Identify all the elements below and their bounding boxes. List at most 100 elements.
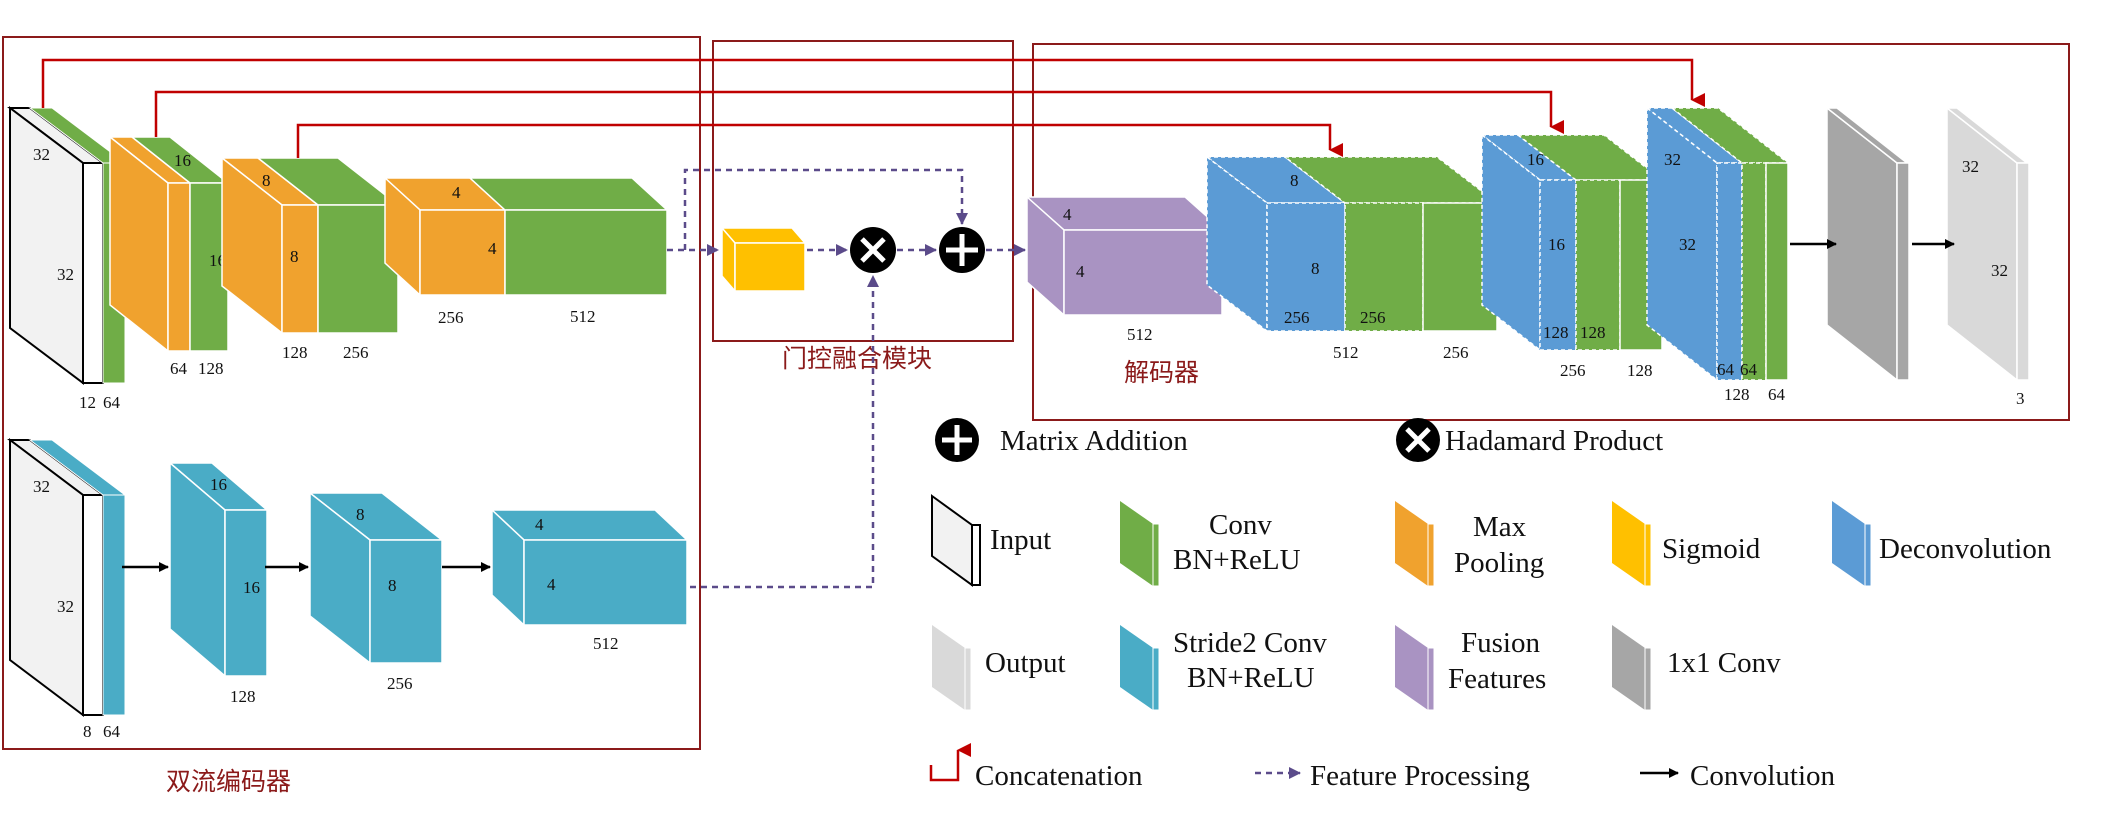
encoder-caption: 双流编码器 <box>166 767 291 796</box>
top-pool2-w: 8 <box>290 247 299 266</box>
top-input-c: 12 <box>79 393 96 412</box>
skip-concat-1 <box>41 58 1705 108</box>
top-input-h: 32 <box>33 145 50 164</box>
bottom-input-w: 32 <box>57 597 74 616</box>
legend-output-swatch <box>932 625 972 711</box>
top-pool1-h: 16 <box>174 151 191 170</box>
legend-conv-swatch <box>1120 501 1160 587</box>
top-conv4-c: 512 <box>570 307 596 326</box>
skip-concat-2 <box>154 90 1564 137</box>
top-pool3-c: 256 <box>438 308 464 327</box>
dec3-h: 32 <box>1664 150 1681 169</box>
legend-input-swatch <box>931 494 981 587</box>
dec1-conv-front-a <box>1344 202 1424 332</box>
legend-maxpool-swatch <box>1395 501 1435 587</box>
bottom-s2conv3-w: 4 <box>547 575 556 594</box>
bottom-input-h: 32 <box>33 477 50 496</box>
legend-hadamard: Hadamard Product <box>1445 425 1663 457</box>
top-pool2-front <box>281 204 319 334</box>
fusion-front <box>1063 229 1223 316</box>
dec1-deconv-top <box>1204 156 1348 204</box>
fusion-w: 4 <box>1076 262 1085 281</box>
bottom-s2conv3-h: 4 <box>535 515 544 534</box>
hadamard-product-icon <box>850 227 896 273</box>
dec3-c1: 64 <box>1717 360 1735 379</box>
dec3-under1: 128 <box>1724 385 1750 404</box>
dec2-h: 16 <box>1527 150 1544 169</box>
legend-fusion-2: Features <box>1448 663 1546 695</box>
legend-conv-1: Conv <box>1209 509 1272 541</box>
bottom-conv1-front <box>102 494 126 716</box>
legend-convolution: Convolution <box>1690 760 1836 792</box>
bottom-conv1-c: 64 <box>103 722 121 741</box>
dec2-deconv-front <box>1539 179 1577 351</box>
bottom-s2conv1-w: 16 <box>243 578 260 597</box>
fusion-c: 512 <box>1127 325 1153 344</box>
bottom-s2conv1-c: 128 <box>230 687 256 706</box>
bottom-s2conv1-front <box>224 509 268 677</box>
legend-concat-icon <box>929 743 971 782</box>
output-w: 32 <box>1991 261 2008 280</box>
dec1-w: 8 <box>1311 259 1320 278</box>
output-c: 3 <box>2016 389 2025 408</box>
legend-hadamard-icon <box>1396 418 1440 462</box>
bottom-s2conv3-top <box>490 509 689 541</box>
top-conv4-top <box>468 177 669 211</box>
fusion-h: 4 <box>1063 205 1072 224</box>
dec1-c1: 256 <box>1284 308 1310 327</box>
legend-conv1x1: 1x1 Conv <box>1667 647 1781 679</box>
dec2-deconv-side <box>1481 133 1541 352</box>
dec2-c2: 128 <box>1580 323 1606 342</box>
dec2-under1: 256 <box>1560 361 1586 380</box>
dec3-w: 32 <box>1679 235 1696 254</box>
legend-feature-processing: Feature Processing <box>1310 760 1530 792</box>
output-h: 32 <box>1962 157 1979 176</box>
bottom-input-front <box>82 494 104 716</box>
top-input-side <box>9 105 84 386</box>
dec3-c2: 64 <box>1740 360 1758 379</box>
top-conv1-c: 64 <box>103 393 121 412</box>
gate-frame <box>712 40 1014 342</box>
bottom-input-c: 8 <box>83 722 92 741</box>
sigmoid-cube-top <box>720 227 807 244</box>
legend-stride2-2: BN+ReLU <box>1187 662 1315 694</box>
conv1x1-front <box>1896 162 1910 381</box>
legend-stride2-1: Stride2 Conv <box>1173 627 1327 659</box>
dash-bottom-to-hadamard <box>690 275 879 589</box>
skip-concat-3 <box>296 123 1343 158</box>
dec2-w: 16 <box>1548 235 1565 254</box>
top-conv2-c: 128 <box>198 359 224 378</box>
top-pool3-w: 4 <box>488 239 497 258</box>
legend-conv-2: BN+ReLU <box>1173 544 1301 576</box>
bottom-s2conv2-c: 256 <box>387 674 413 693</box>
bottom-s2conv3-front <box>523 539 688 626</box>
legend-concatenation: Concatenation <box>975 760 1143 792</box>
legend-fusion-swatch <box>1395 625 1435 711</box>
bottom-s2conv2-w: 8 <box>388 576 397 595</box>
top-input-w: 32 <box>57 265 74 284</box>
dec3-conv-front-b <box>1765 162 1789 381</box>
bottom-input-side <box>9 437 84 718</box>
legend-deconv: Deconvolution <box>1879 533 2052 565</box>
bottom-s2conv3-c: 512 <box>593 634 619 653</box>
dec3-conv-front-a <box>1741 162 1767 381</box>
matrix-addition-icon <box>939 227 985 273</box>
encoder-frame <box>2 36 701 750</box>
sigmoid-cube-front <box>734 242 806 292</box>
gate-caption: 门控融合模块 <box>782 344 932 373</box>
legend-matrix-addition-icon <box>935 418 979 462</box>
dec1-c2: 256 <box>1360 308 1386 327</box>
top-conv4-front <box>504 209 668 296</box>
bottom-s2conv2-front <box>369 539 443 664</box>
dec1-under2: 256 <box>1443 343 1469 362</box>
dec3-deconv-side <box>1646 106 1718 382</box>
top-pool2-c: 128 <box>282 343 308 362</box>
legend-output: Output <box>985 647 1066 679</box>
legend-stride2-swatch <box>1120 625 1160 711</box>
top-pool1-c: 64 <box>170 359 188 378</box>
legend-matrix-addition: Matrix Addition <box>1000 425 1188 457</box>
dec2-conv-top <box>1515 134 1665 181</box>
legend-sigmoid: Sigmoid <box>1662 533 1761 565</box>
legend-sigmoid-swatch <box>1612 501 1652 587</box>
